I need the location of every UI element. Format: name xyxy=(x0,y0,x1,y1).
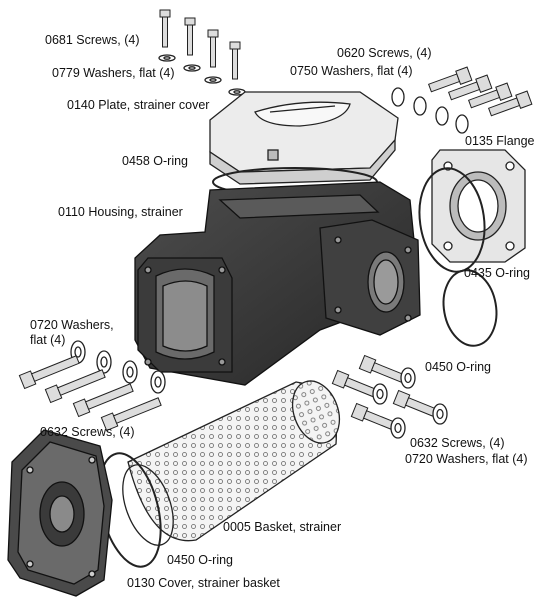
label-flange: 0135 Flange xyxy=(465,134,535,148)
label-plate: 0140 Plate, strainer cover xyxy=(67,98,210,112)
oring-mid-right xyxy=(442,269,498,347)
label-oring-mid-right: 0450 O-ring xyxy=(425,360,492,374)
label-washers-left: 0720 Washers, flat (4) xyxy=(30,318,114,347)
label-washers-top-left: 0779 Washers, flat (4) xyxy=(52,66,175,80)
screw-icon xyxy=(207,29,219,68)
washers-top-right-group xyxy=(391,87,469,134)
screw-icon xyxy=(159,9,171,48)
label-cover: 0130 Cover, strainer basket xyxy=(127,576,280,590)
screws-top-right-group xyxy=(427,66,533,117)
label-screws-top-right: 0620 Screws, (4) xyxy=(337,46,432,60)
washer-icon xyxy=(204,76,222,84)
label-housing: 0110 Housing, strainer xyxy=(58,205,183,219)
label-screws-right: 0632 Screws, (4) xyxy=(410,436,505,450)
strainer-housing xyxy=(134,181,421,386)
strainer-basket-cover xyxy=(7,429,113,597)
label-oring-top: 0458 O-ring xyxy=(122,154,189,168)
label-washers-right: 0720 Washers, flat (4) xyxy=(405,452,528,466)
strainer-cover-plate xyxy=(209,91,399,185)
washers-right-group xyxy=(372,367,448,439)
washer-icon xyxy=(183,64,201,72)
label-oring-flange: 0435 O-ring xyxy=(464,266,531,280)
screws-left-group xyxy=(18,355,162,432)
screw-icon xyxy=(184,17,196,56)
label-oring-bottom: 0450 O-ring xyxy=(167,553,234,567)
label-basket: 0005 Basket, strainer xyxy=(223,520,342,534)
strainer-basket xyxy=(122,380,341,546)
label-screws-top-left: 0681 Screws, (4) xyxy=(45,33,140,47)
label-screws-left: 0632 Screws, (4) xyxy=(40,425,135,439)
flange xyxy=(431,149,526,263)
washer-icon xyxy=(158,54,176,62)
screw-icon xyxy=(229,41,241,80)
screws-top-left-group xyxy=(159,9,241,80)
label-washers-top-right: 0750 Washers, flat (4) xyxy=(290,64,413,78)
